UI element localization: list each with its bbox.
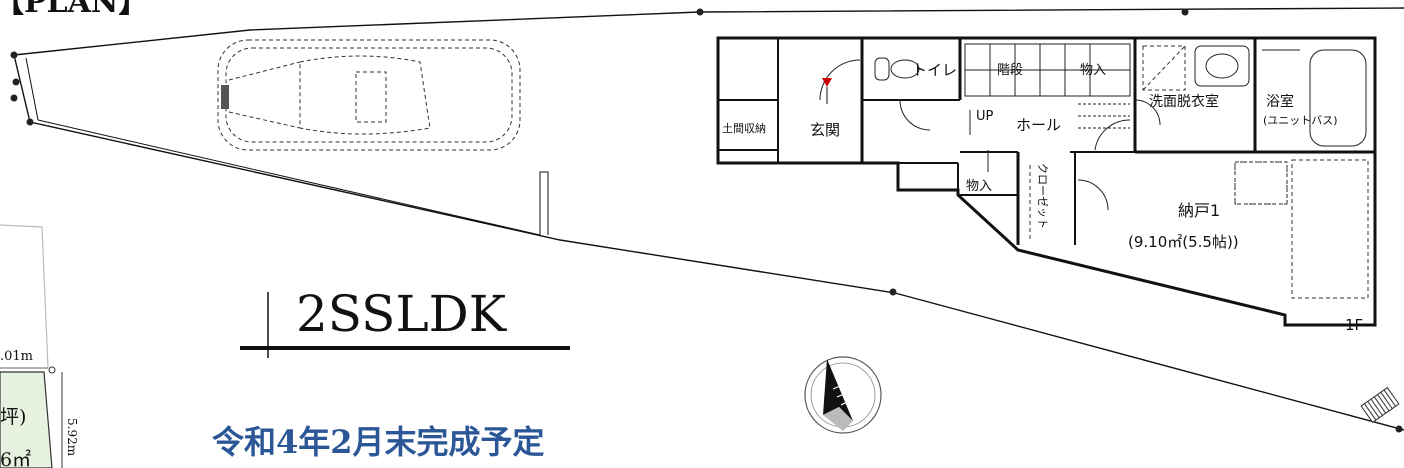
layout-type-heading: 2SSLDK: [240, 285, 570, 358]
site-area-tsubo: 坪): [0, 406, 26, 428]
room-nando-label: 納戸1: [1178, 201, 1220, 220]
room-storage-dirt: 土間収納: [722, 122, 766, 135]
boundary-markers: [10, 8, 1403, 433]
room-bath-sub: (ユニットバス): [1263, 114, 1338, 127]
room-bath-label: 浴室: [1266, 93, 1294, 110]
room-storage-mid: 物入: [966, 179, 992, 194]
floor-label: 1F: [1345, 316, 1363, 334]
drain-grate-icon: [1360, 386, 1400, 424]
room-stairs: 階段: [997, 63, 1023, 78]
building-walls: [716, 36, 1377, 327]
site-dim-side: 5.92m: [65, 418, 79, 457]
room-entrance: 玄関: [810, 121, 840, 139]
plan-title: 【PLAN】: [0, 0, 148, 20]
room-washroom: 洗面脱衣室: [1149, 93, 1219, 110]
room-toilet: トイレ: [912, 61, 957, 79]
site-area-sqm: 6㎡: [0, 448, 31, 468]
parking-car: [217, 39, 521, 151]
site-parcel: [0, 224, 63, 468]
site-boundary: [13, 7, 1404, 431]
plan-fixtures: [819, 43, 1369, 299]
layout-type: 2SSLDK: [296, 285, 508, 343]
room-storage-top: 物入: [1080, 63, 1106, 78]
room-hall: ホール: [1016, 116, 1061, 134]
site-dim-top: .01m: [0, 349, 33, 364]
room-up: UP: [976, 109, 994, 124]
compass-icon: [804, 356, 882, 434]
completion-date: 令和4年2月末完成予定: [212, 423, 545, 461]
room-nando-size: (9.10㎡(5.5帖)): [1128, 233, 1239, 251]
room-closet: クローゼット: [1036, 163, 1049, 229]
